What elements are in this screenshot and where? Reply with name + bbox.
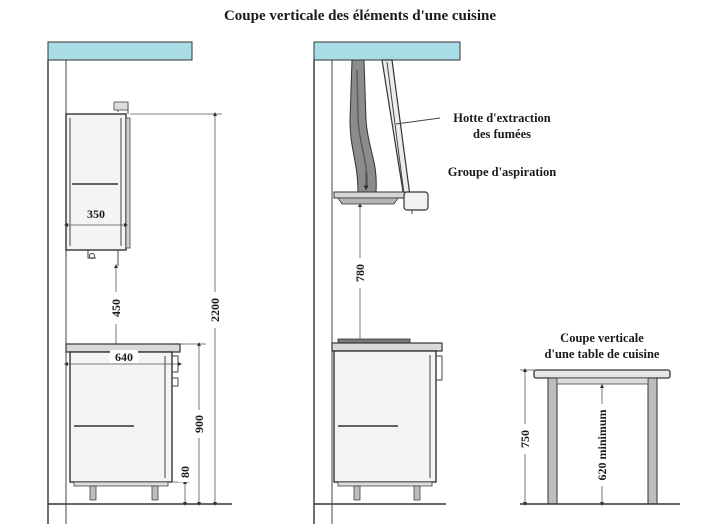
table-section: Coupe verticale d'une table de cuisine 7… — [515, 331, 680, 506]
dim-total-height: 2200 — [208, 298, 222, 322]
dim-base-depth: 640 — [115, 350, 133, 364]
extraction-hood — [333, 59, 429, 214]
label-hotte-line2: des fumées — [473, 127, 531, 141]
left-ceiling — [47, 41, 193, 61]
dim-wall-cabinet-depth: 350 — [87, 207, 105, 221]
extraction-duct — [349, 59, 377, 193]
kitchen-table — [520, 369, 680, 505]
dim-counter-height: 900 — [192, 415, 206, 433]
middle-section: Hotte d'extraction des fumées Groupe d'a… — [313, 41, 557, 524]
dim-table-height: 750 — [518, 430, 532, 448]
base-cabinet: 640 — [64, 343, 182, 501]
dim-gap-above-counter: 450 — [109, 299, 123, 317]
wall-cabinet: 350 — [64, 101, 131, 266]
dim-plinth-height: 80 — [178, 466, 192, 478]
page-title: Coupe verticale des éléments d'une cuisi… — [224, 8, 496, 24]
label-table-line1: Coupe verticale — [560, 331, 644, 345]
hob-base-cabinet — [331, 338, 443, 501]
left-section: 350 450 2200 640 90 — [47, 41, 232, 524]
label-groupe-aspiration: Groupe d'aspiration — [448, 165, 557, 179]
dim-hood-clearance: 780 — [353, 264, 367, 282]
dim-table-clearance: 620 minimum — [595, 409, 609, 480]
middle-ceiling — [313, 41, 461, 61]
label-table-line2: d'une table de cuisine — [545, 347, 660, 361]
label-hotte-line1: Hotte d'extraction — [453, 111, 551, 125]
